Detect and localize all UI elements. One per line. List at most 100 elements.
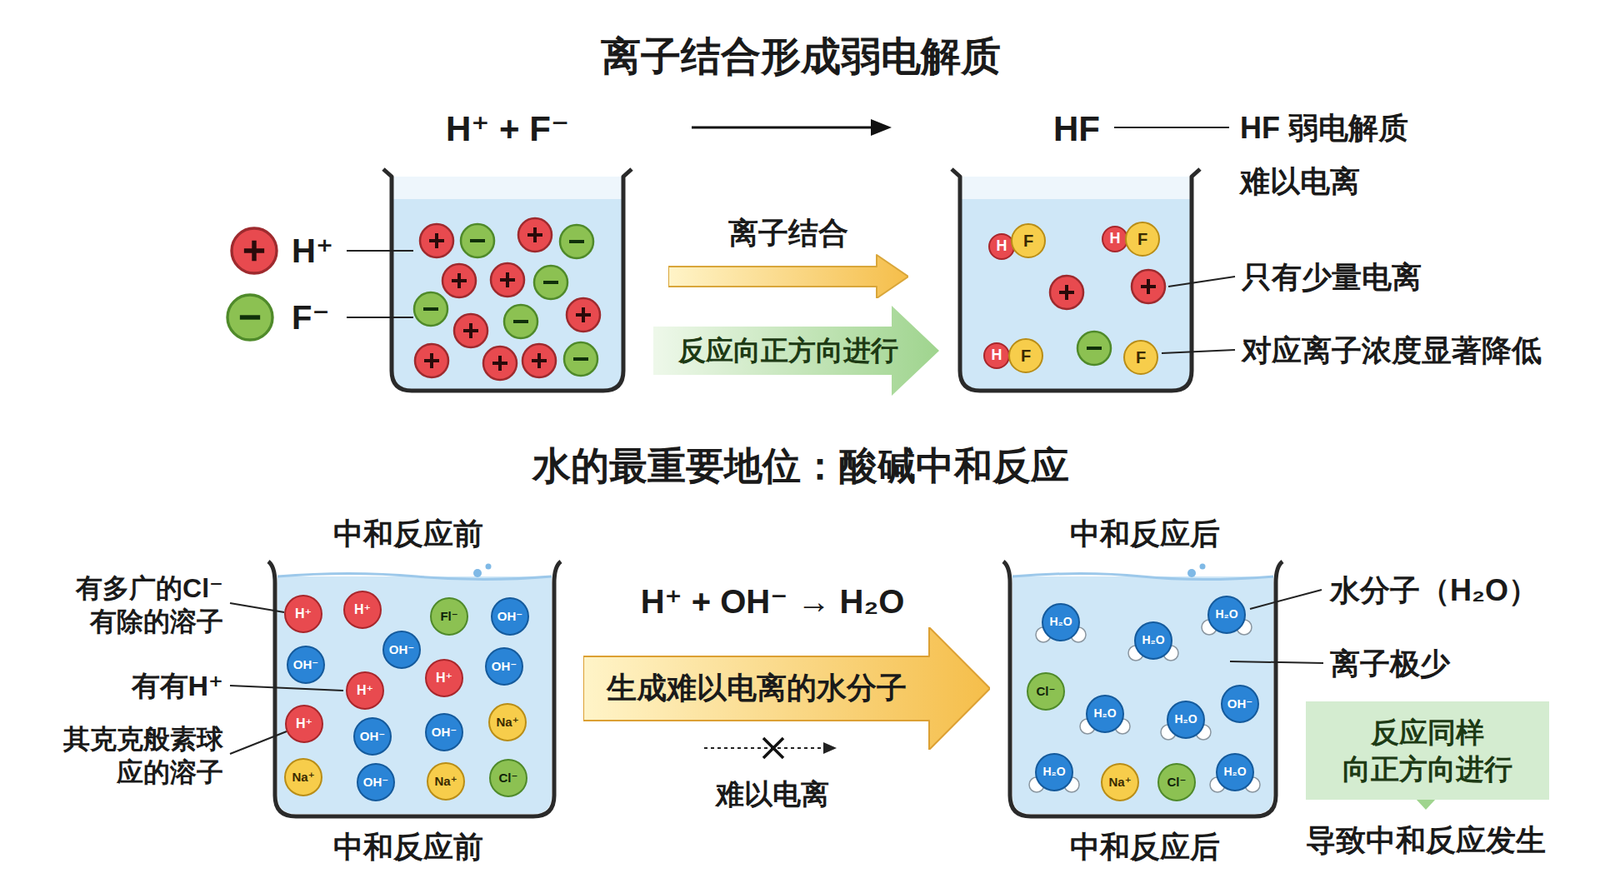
ion-label: OH⁻ — [497, 610, 523, 625]
ion-label: Cl⁻ — [1036, 685, 1056, 700]
beaker — [383, 169, 632, 391]
label: 水分子（H₂O） — [1330, 571, 1539, 610]
ion-label: H⁺ — [295, 606, 312, 622]
ion-label: Na⁺ — [495, 715, 519, 730]
label: HF 弱电解质 — [1240, 109, 1409, 147]
water-molecule: H₂O — [1041, 603, 1080, 642]
ion-label: Fl⁻ — [440, 610, 458, 625]
process-arrow: 离子结合 — [668, 215, 909, 299]
ion-circle: Fl⁻ — [430, 597, 469, 636]
ion-circle: OH⁻ — [490, 597, 530, 636]
leader-line — [230, 603, 344, 755]
ion-label: F — [1023, 231, 1034, 250]
label: 离子极少 — [1330, 645, 1450, 683]
label: H⁺ — [291, 230, 334, 272]
ion-label: H₂O — [1174, 713, 1197, 726]
ion-label: Na⁺ — [291, 770, 315, 785]
ion-circle: OH⁻ — [353, 717, 392, 756]
ion-label: H⁺ — [295, 716, 313, 732]
leader-line — [1161, 276, 1235, 354]
water-molecule: H₂O — [1035, 753, 1074, 792]
process-arrow: 反应向正方向进行 — [653, 305, 940, 396]
ion-label: OH⁻ — [491, 660, 517, 675]
ion-circle: H⁺ — [285, 705, 324, 744]
ion-circle: F — [1123, 340, 1159, 375]
label: 中和反应前 — [333, 515, 484, 553]
node-text: 反应向正方向进行 — [653, 335, 923, 366]
ion-label: OH⁻ — [431, 725, 457, 740]
label: 其克克般素球 应的溶子 — [63, 722, 224, 790]
ion-circle: OH⁻ — [286, 645, 325, 685]
ion-circle: Na⁺ — [488, 703, 527, 742]
ion-label: H₂O — [1093, 707, 1116, 720]
ion-circle: F — [1125, 221, 1160, 257]
ion-label: Cl⁻ — [1167, 775, 1187, 790]
ion-circle: F — [1010, 223, 1046, 259]
ion-label: Na⁺ — [434, 775, 457, 790]
label: 中和反应前 — [333, 828, 484, 866]
label: H⁺ + OH⁻ → H₂O — [640, 580, 905, 623]
ion-circle: OH⁻ — [382, 630, 421, 670]
process-arrow: 生成难以电离的水分子 — [583, 627, 990, 750]
ion-circle: F — [1008, 338, 1044, 374]
ion-label: H — [996, 238, 1008, 255]
ion-label: H⁺ — [356, 683, 374, 699]
ion-circle: OH⁻ — [356, 763, 395, 802]
water-molecule: H₂O — [1085, 695, 1125, 734]
ion-circle: H⁺ — [284, 595, 323, 634]
leader-line — [1230, 590, 1324, 664]
ion-circle: Cl⁻ — [1026, 672, 1065, 711]
water-molecule: H₂O — [1134, 621, 1173, 660]
beaker — [951, 169, 1200, 391]
label: 有有H⁺ — [131, 668, 225, 705]
ion-label: OH⁻ — [363, 775, 389, 790]
ion-circle: H⁺ — [425, 659, 464, 698]
ion-label: H₂O — [1049, 615, 1072, 629]
node-text: 生成难以电离的水分子 — [583, 671, 930, 705]
ion-label: OH⁻ — [1227, 697, 1253, 712]
ion-circle: Cl⁻ — [1157, 763, 1196, 802]
blocked-arrow — [704, 738, 837, 759]
label: H⁺ + F⁻ — [445, 107, 570, 152]
legend-symbols — [227, 228, 414, 340]
node-text: 离子结合 — [668, 216, 909, 250]
ion-label: H — [991, 347, 1003, 365]
ion-label: OH⁻ — [293, 658, 319, 673]
ion-label: Cl⁻ — [499, 771, 519, 786]
ion-label: Na⁺ — [1108, 775, 1131, 790]
ion-label: OH⁻ — [360, 730, 385, 745]
ion-symbols — [414, 218, 600, 380]
label: 中和反应后 — [1070, 515, 1220, 553]
ion-circle: H — [983, 342, 1010, 370]
ion-label: H₂O — [1042, 765, 1065, 779]
ion-circle: OH⁻ — [1220, 685, 1260, 724]
label: 水的最重要地位：酸碱中和反应 — [532, 442, 1070, 491]
label: 难以电离 — [1240, 162, 1360, 200]
ion-label: F — [1137, 230, 1148, 249]
ion-label: F — [1135, 348, 1146, 367]
ion-label: OH⁻ — [389, 643, 415, 658]
title: 离子结合形成弱电解质 — [600, 31, 1001, 82]
water-molecule: H₂O — [1207, 595, 1246, 635]
label: 只有少量电离 — [1241, 258, 1422, 296]
beaker — [1003, 561, 1283, 817]
ion-circle: H⁺ — [343, 590, 382, 630]
label: 对应离子浓度显著降低 — [1241, 331, 1542, 370]
ion-label: H₂O — [1141, 634, 1165, 647]
label: 有多广的Cl⁻ 有除的溶子 — [75, 571, 224, 639]
ion-label: H₂O — [1215, 608, 1238, 621]
water-molecule: H₂O — [1166, 700, 1205, 740]
ion-circle: Na⁺ — [284, 758, 323, 797]
ion-label: F — [1020, 346, 1031, 365]
reaction-arrow — [691, 119, 892, 136]
ion-circle: OH⁻ — [425, 713, 464, 752]
hydrogen-atoms — [1029, 620, 1260, 793]
note-box: 反应同样 向正方向进行 — [1305, 701, 1550, 800]
label: 中和反应后 — [1070, 828, 1220, 866]
ion-label: H⁺ — [354, 602, 371, 618]
ion-circle: Na⁺ — [1100, 763, 1140, 802]
label: 难以电离 — [715, 776, 830, 813]
leader-line — [1114, 126, 1230, 129]
water-molecule: H₂O — [1215, 753, 1255, 792]
ion-circle: Na⁺ — [426, 762, 465, 801]
